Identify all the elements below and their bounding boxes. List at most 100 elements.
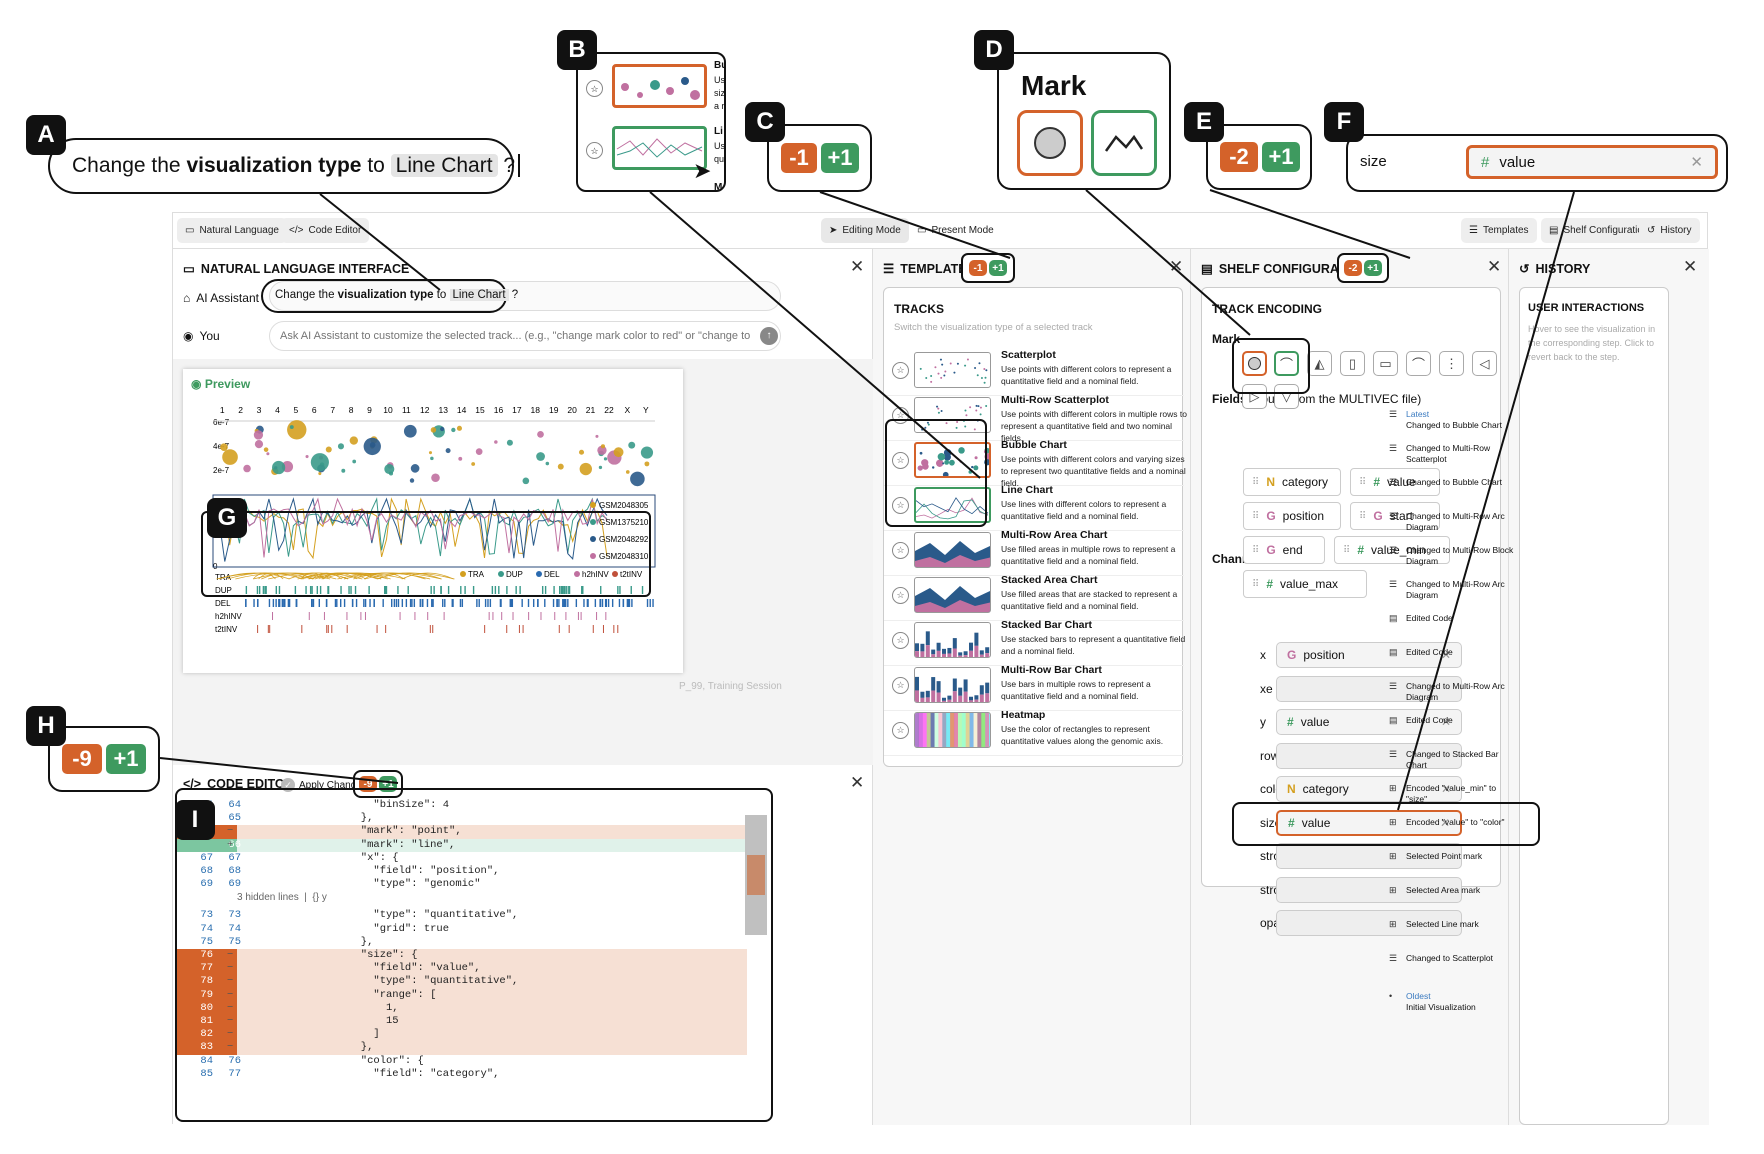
sv-tick (575, 599, 578, 607)
new-line-number: 64 (228, 799, 241, 811)
session-label: P_99, Training Session (679, 681, 782, 692)
field-chip[interactable]: ⠿#value_max (1243, 570, 1367, 598)
history-item[interactable]: ☰Changed to Stacked Bar Chart (1389, 749, 1519, 771)
line-mark-button[interactable]: ⌒ (1274, 351, 1299, 376)
history-item[interactable]: ☰Changed to Multi-Row Arc Diagram (1389, 511, 1519, 533)
thumb-point (983, 381, 986, 384)
channel-dropzone[interactable]: #value✕ (1276, 809, 1462, 836)
thumb-bar (963, 655, 968, 657)
thumb-bar (942, 697, 946, 701)
drag-handle-icon[interactable]: ⠿ (1252, 476, 1260, 488)
bubble-point (640, 446, 654, 459)
close-icon[interactable]: ✕ (850, 257, 865, 276)
area-mark-button[interactable]: ◭ (1307, 351, 1332, 376)
natural-language-toggle[interactable]: ▭Natural Language (177, 218, 287, 243)
sv-tick (617, 625, 619, 633)
history-toggle[interactable]: ↺History (1639, 218, 1700, 243)
sv-tick (494, 586, 497, 594)
callout-d-title: Mark (1021, 70, 1087, 101)
history-item[interactable]: ☰Changed to Multi-Row Arc Diagram (1389, 579, 1519, 601)
code-text: "field": "value", (323, 962, 481, 975)
triangle-left-mark-button[interactable]: ◁ (1472, 351, 1497, 376)
pin-icon[interactable]: ☆ (892, 722, 909, 739)
pin-icon[interactable]: ☆ (892, 677, 909, 694)
pin-icon[interactable]: ☆ (892, 362, 909, 379)
send-icon[interactable]: ↑ (760, 327, 778, 345)
history-item[interactable]: ▤Edited Code (1389, 715, 1519, 726)
code-icon: </> (289, 225, 304, 236)
sv-tick (384, 586, 386, 594)
code-diff-view[interactable]: 6464 "binSize": 46565 },66− "mark": "poi… (177, 799, 769, 1117)
code-editor-toggle[interactable]: </>Code Editor (281, 218, 370, 243)
hidden-lines-marker[interactable]: 3 hidden lines | {} y (177, 891, 747, 910)
channel-dropzone[interactable] (1276, 876, 1462, 903)
history-item[interactable]: ▤Edited Code (1389, 613, 1519, 624)
shelf-icon: ▤ (1549, 225, 1559, 236)
sv-tick (399, 612, 401, 620)
thumb-point (984, 376, 987, 379)
close-icon[interactable]: ✕ (850, 773, 865, 792)
bubble-point (600, 444, 606, 449)
close-icon[interactable]: ✕ (1487, 257, 1502, 276)
rule-mark-button[interactable]: ⋮ (1439, 351, 1464, 376)
history-item[interactable]: ☰Changed to Multi-Row Scatterplot (1389, 443, 1519, 465)
sv-tick (432, 625, 434, 633)
bar-mark-button[interactable]: ▯ (1340, 351, 1365, 376)
sv-legend-swatch (574, 571, 580, 577)
editing-mode-button[interactable]: ➤Editing Mode (821, 218, 909, 243)
templates-toggle[interactable]: ☰Templates (1461, 218, 1537, 243)
history-item[interactable]: ⊞Selected Point mark (1389, 851, 1519, 862)
triangle-right-mark-button[interactable]: ▷ (1242, 384, 1267, 409)
drag-handle-icon[interactable]: ⠿ (1359, 510, 1367, 522)
pin-icon[interactable]: ☆ (892, 632, 909, 649)
history-item[interactable]: ⊞Selected Line mark (1389, 919, 1519, 930)
history-item[interactable]: ☰Changed to Scatterplot (1389, 953, 1519, 964)
drag-handle-icon[interactable]: ⠿ (1359, 476, 1367, 488)
history-item-text: Changed to Multi-Row Block Diagram (1406, 545, 1519, 567)
present-mode-button[interactable]: ▭Present Mode (909, 218, 1002, 243)
drag-handle-icon[interactable]: ⠿ (1252, 510, 1260, 522)
sv-tick (343, 599, 346, 607)
drag-handle-icon[interactable]: ⠿ (1252, 578, 1260, 590)
drag-handle-icon[interactable]: ⠿ (1343, 544, 1351, 556)
point-mark-button[interactable] (1242, 351, 1267, 376)
channel-dropzone[interactable] (1276, 910, 1462, 936)
arc-mark-button[interactable]: ⌒ (1406, 351, 1431, 376)
chat-input[interactable] (269, 321, 781, 351)
pin-icon[interactable]: ☆ (892, 587, 909, 604)
pin-icon[interactable]: ☆ (892, 497, 909, 514)
history-item[interactable]: ☰Changed to Multi-Row Block Diagram (1389, 545, 1519, 567)
history-item[interactable]: ⊞Selected Area mark (1389, 885, 1519, 896)
sv-tick (491, 586, 494, 594)
sv-tick (397, 599, 400, 607)
sv-tick (401, 599, 404, 607)
bubble-point (522, 477, 530, 485)
close-icon[interactable]: ✕ (1439, 815, 1450, 830)
history-item[interactable]: ☰Changed to Bubble Chart (1389, 477, 1519, 488)
drag-handle-icon[interactable]: ⠿ (1252, 544, 1260, 556)
history-item[interactable]: ⊞Encoded "value" to "color" (1389, 817, 1519, 828)
triangle-bottom-mark-button[interactable]: ▽ (1274, 384, 1299, 409)
close-icon[interactable]: ✕ (1169, 257, 1184, 276)
sv-tick (364, 612, 366, 620)
pin-icon[interactable]: ☆ (892, 542, 909, 559)
templates-panel: ☰TEMPLATES -1 +1 ✕ TRACKS Switch the vis… (873, 249, 1191, 1125)
channel-dropzone[interactable] (1276, 843, 1462, 869)
history-item[interactable]: ▤Edited Code (1389, 647, 1519, 658)
close-icon[interactable]: ✕ (1683, 257, 1698, 276)
history-item[interactable]: ☰Changed to Multi-Row Arc Diagram (1389, 681, 1519, 703)
sv-tick (433, 586, 435, 594)
rect-mark-button[interactable]: ▭ (1373, 351, 1398, 376)
